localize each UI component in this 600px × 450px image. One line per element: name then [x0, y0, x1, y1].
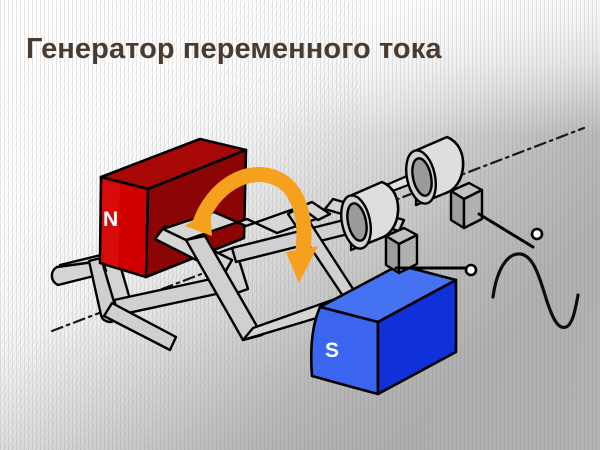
magnet-north-label: N — [103, 208, 118, 231]
magnet-south-label: S — [325, 339, 339, 362]
brush-1 — [384, 226, 419, 275]
slip-ring-1 — [339, 180, 400, 252]
rotation-arrow — [185, 167, 318, 283]
terminal-upper — [530, 227, 544, 241]
brush-2 — [449, 181, 484, 230]
slide-title: Генератор переменного тока — [26, 33, 442, 65]
sine-waveform — [491, 252, 580, 330]
slip-ring-2 — [404, 135, 465, 207]
crank-handle — [50, 256, 178, 352]
terminal-lower — [464, 263, 478, 277]
lead-wires — [394, 212, 535, 270]
magnet-south — [309, 263, 458, 396]
